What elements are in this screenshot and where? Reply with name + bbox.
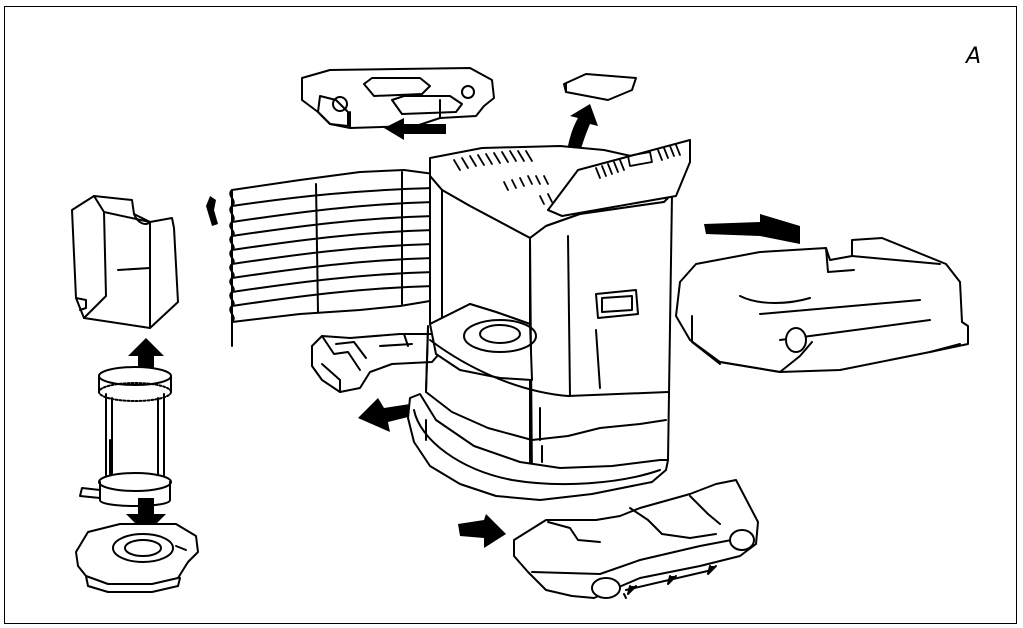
arrow-reflector <box>206 196 218 226</box>
top-cover-part <box>301 67 495 129</box>
burner-cylinder-part <box>79 366 172 507</box>
reflector-grille-part <box>229 169 437 347</box>
chimney-cover-part <box>71 195 179 329</box>
arrow-top-cover <box>384 118 446 140</box>
side-housing-part <box>675 237 969 373</box>
base-plate-part <box>75 523 199 593</box>
heater-body-part <box>407 145 673 501</box>
arrow-right-panel <box>704 214 800 244</box>
figure-label: A <box>966 44 982 69</box>
top-lid-part <box>547 139 691 217</box>
arrow-left-tray <box>358 398 412 432</box>
arrow-down-base <box>126 498 166 534</box>
arrow-up-chimney <box>128 338 164 372</box>
small-plate-part <box>563 73 637 101</box>
arrow-bottom-frame <box>458 514 506 548</box>
fuel-tray-part <box>311 333 447 393</box>
figure-frame <box>4 6 1017 624</box>
bottom-frame-part <box>513 479 759 599</box>
